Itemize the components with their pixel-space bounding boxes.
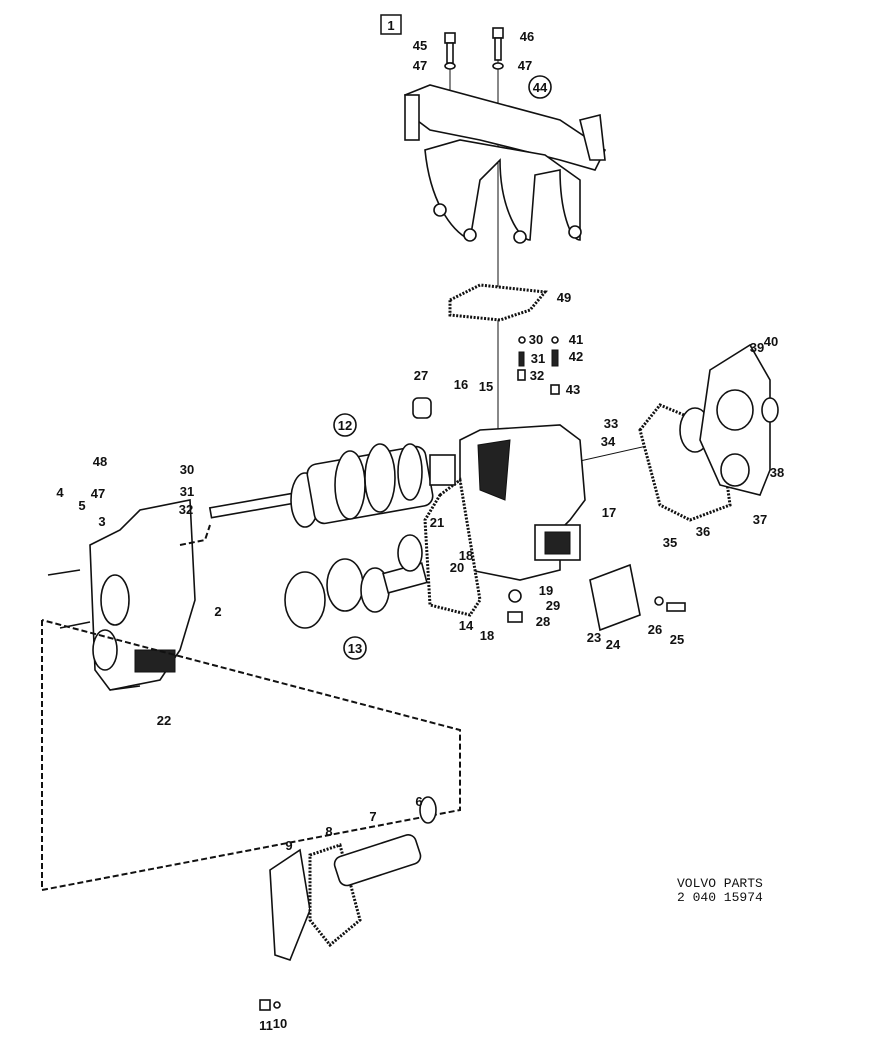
callout-label: 47 bbox=[413, 58, 427, 73]
callout-label: 18 bbox=[459, 548, 473, 563]
callout-label: 9 bbox=[285, 838, 292, 853]
callout-label: 14 bbox=[459, 618, 474, 633]
callout-label: 45 bbox=[413, 38, 427, 53]
callout-label: 36 bbox=[696, 524, 710, 539]
callout-label: 23 bbox=[587, 630, 601, 645]
rear-cover bbox=[699, 343, 779, 496]
callout-label: 10 bbox=[273, 1016, 287, 1031]
callout-label: 37 bbox=[753, 512, 767, 527]
callout-label: 34 bbox=[601, 434, 616, 449]
callout-label: 17 bbox=[602, 505, 616, 520]
callout-label: 30 bbox=[529, 332, 543, 347]
callout-label: 21 bbox=[430, 515, 444, 530]
countershaft bbox=[284, 534, 428, 629]
callout-label: 39 bbox=[750, 340, 764, 355]
callout-label: 43 bbox=[566, 382, 580, 397]
assembly-dashed-line bbox=[41, 619, 461, 892]
callout-label: 24 bbox=[606, 637, 621, 652]
callout-label: 40 bbox=[764, 334, 778, 349]
callout-label: 41 bbox=[569, 332, 583, 347]
callout-label: 47 bbox=[518, 58, 532, 73]
callout-label: 15 bbox=[479, 379, 493, 394]
callout-label: 27 bbox=[414, 368, 428, 383]
group-number: 1 bbox=[387, 18, 394, 33]
callout-label: 19 bbox=[539, 583, 553, 598]
callout-label: 12 bbox=[338, 418, 352, 433]
callout-label: 6 bbox=[415, 794, 422, 809]
callout-label: 22 bbox=[157, 713, 171, 728]
reference-block: VOLVO PARTS 2 040 15974 bbox=[677, 877, 763, 905]
callout-label: 28 bbox=[536, 614, 550, 629]
callout-label: 46 bbox=[520, 29, 534, 44]
callout-label: 20 bbox=[450, 560, 464, 575]
group-box bbox=[380, 14, 402, 35]
brand-label: VOLVO PARTS bbox=[677, 876, 763, 891]
mainshaft bbox=[208, 443, 456, 528]
gearbox-case bbox=[423, 424, 586, 617]
callout-label: 38 bbox=[770, 465, 784, 480]
callout-circle bbox=[333, 413, 357, 437]
rear-extension bbox=[259, 796, 437, 1011]
callout-label: 18 bbox=[480, 628, 494, 643]
callout-label: 16 bbox=[454, 377, 468, 392]
callout-label: 4 bbox=[56, 485, 64, 500]
callout-label: 5 bbox=[78, 498, 85, 513]
callout-label: 31 bbox=[180, 484, 194, 499]
callout-label: 32 bbox=[530, 368, 544, 383]
callout-label: 47 bbox=[91, 486, 105, 501]
callout-label: 29 bbox=[546, 598, 560, 613]
callout-label: 25 bbox=[670, 632, 684, 647]
callout-circle bbox=[343, 636, 367, 660]
callout-label: 33 bbox=[604, 416, 618, 431]
gasket-49 bbox=[448, 283, 548, 322]
callout-label: 2 bbox=[214, 604, 221, 619]
front-housing bbox=[47, 499, 196, 691]
callout-label: 35 bbox=[663, 535, 677, 550]
callout-label: 49 bbox=[557, 290, 571, 305]
part-reference-number: 2 040 15974 bbox=[677, 890, 763, 905]
callout-label: 26 bbox=[648, 622, 662, 637]
callout-label: 32 bbox=[179, 502, 193, 517]
callout-label: 31 bbox=[531, 351, 545, 366]
shift-fork-assembly bbox=[404, 84, 607, 244]
callout-label: 3 bbox=[98, 514, 105, 529]
callout-label: 7 bbox=[369, 809, 376, 824]
callout-label: 8 bbox=[325, 824, 332, 839]
callout-label: 30 bbox=[180, 462, 194, 477]
callout-circle bbox=[528, 75, 552, 99]
callout-label: 48 bbox=[93, 454, 107, 469]
callout-label: 13 bbox=[348, 641, 362, 656]
callout-label: 44 bbox=[533, 80, 548, 95]
callout-label: 11 bbox=[259, 1018, 273, 1033]
callout-label: 42 bbox=[569, 349, 583, 364]
